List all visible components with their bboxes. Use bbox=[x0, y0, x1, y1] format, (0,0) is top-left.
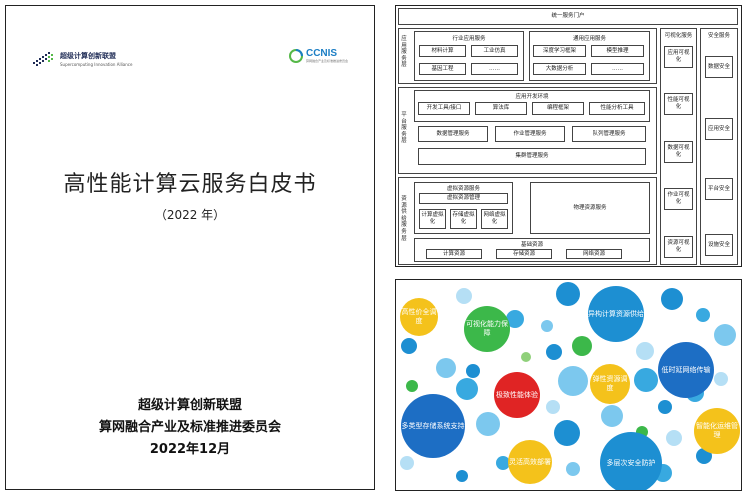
deco-circle bbox=[636, 342, 654, 360]
general-item: 深度学习框架 bbox=[533, 45, 586, 57]
service-architecture-diagram: 统一服务门户 应用服务层 行业应用服务 材料计算 工业仿真 基因工程 …… 通用… bbox=[395, 5, 742, 267]
general-services-title: 通用应用服务 bbox=[572, 36, 606, 42]
industry-services-title: 行业应用服务 bbox=[452, 36, 486, 42]
deco-circle bbox=[400, 456, 414, 470]
deco-circle bbox=[476, 412, 500, 436]
industry-item: 工业仿真 bbox=[471, 45, 518, 57]
cluster-management-service: 集群管理服务 bbox=[418, 148, 646, 165]
platform-layer-label: 平台服务层 bbox=[401, 112, 407, 145]
visualization-title: 可视化服务 bbox=[664, 33, 693, 39]
ccnis-logo: CCNIS 算网融合产业及标准推进委员会 bbox=[288, 48, 348, 63]
devenv-item: 性能分析工具 bbox=[589, 102, 645, 115]
virtualization-item: 存储虚拟化 bbox=[450, 209, 477, 229]
deco-circle bbox=[634, 368, 658, 392]
deco-circle bbox=[572, 336, 592, 356]
bubble-security: 多层次安全防护 bbox=[600, 432, 662, 490]
cover-year: （2022 年） bbox=[154, 208, 226, 222]
virtual-resource-title: 虚拟资源服务 bbox=[446, 186, 480, 192]
supercomputing-alliance-logo: 超级计算创新联盟 Supercomputing Innovation Allia… bbox=[32, 50, 132, 68]
deco-circle bbox=[546, 344, 562, 360]
physical-resource-services: 物理资源服务 bbox=[530, 182, 650, 234]
deco-circle bbox=[436, 358, 456, 378]
deco-circle bbox=[406, 380, 418, 392]
deco-circle bbox=[661, 288, 683, 310]
deco-circle bbox=[666, 430, 682, 446]
deco-circle bbox=[558, 366, 588, 396]
ccnis-logo-icon bbox=[288, 48, 303, 63]
deco-circle bbox=[658, 400, 672, 414]
deco-circle bbox=[554, 420, 580, 446]
bubble-elastic-scheduling: 弹性资源调度 bbox=[590, 364, 630, 404]
security-item: 应用安全 bbox=[705, 118, 733, 140]
bubble-storage-support: 多类型存储系统支持 bbox=[401, 394, 465, 458]
data-management-service: 数据管理服务 bbox=[418, 126, 488, 142]
visualization-item: 作业可视化 bbox=[664, 188, 693, 210]
devenv-item: 编程框架 bbox=[532, 102, 584, 115]
deco-circle bbox=[466, 364, 480, 378]
security-title: 安全服务 bbox=[707, 33, 730, 39]
deco-circle bbox=[556, 282, 580, 306]
deco-circle bbox=[714, 372, 728, 386]
alliance-logo-icon bbox=[33, 52, 53, 66]
basic-resource-item: 存储资源 bbox=[496, 249, 552, 259]
publish-date: 2022年12月 bbox=[149, 442, 231, 457]
basic-resource-item: 计算资源 bbox=[426, 249, 482, 259]
virtualization-item: 网络虚拟化 bbox=[481, 209, 508, 229]
deco-circle bbox=[401, 338, 417, 354]
alliance-logo-subtitle: Supercomputing Innovation Alliance bbox=[60, 62, 133, 67]
virtual-resource-manager: 虚拟资源管理 bbox=[419, 193, 508, 204]
bubble-flexible-deploy: 灵活高效部署 bbox=[508, 440, 552, 484]
deco-circle bbox=[506, 310, 524, 328]
queue-management-service: 队列管理服务 bbox=[572, 126, 646, 142]
bubble-heterogeneous-compute: 异构计算资源供给 bbox=[588, 286, 644, 342]
dev-environment-title: 应用开发环境 bbox=[515, 94, 549, 100]
deco-circle bbox=[496, 456, 510, 470]
deco-circle bbox=[541, 320, 553, 332]
basic-resource-item: 网络资源 bbox=[566, 249, 622, 259]
deco-circle bbox=[521, 352, 531, 362]
virtualization-item: 计算虚拟化 bbox=[419, 209, 446, 229]
deco-circle bbox=[601, 405, 623, 427]
visualization-item: 资源可视化 bbox=[664, 236, 693, 258]
whitepaper-cover: 超级计算创新联盟 Supercomputing Innovation Allia… bbox=[5, 5, 375, 490]
visualization-item: 性能可视化 bbox=[664, 93, 693, 115]
industry-item: …… bbox=[471, 63, 518, 75]
bubble-ops-management: 智能化运维管理 bbox=[694, 408, 740, 454]
bubble-visualization: 可视化能力保障 bbox=[464, 306, 510, 352]
app-layer-label: 应用服务层 bbox=[401, 36, 407, 69]
job-management-service: 作业管理服务 bbox=[495, 126, 565, 142]
deco-circle bbox=[714, 324, 736, 346]
general-item: …… bbox=[591, 63, 644, 75]
ccnis-logo-name: CCNIS bbox=[305, 48, 338, 59]
resource-layer-label: 资源供给服务层 bbox=[401, 196, 407, 242]
devenv-item: 开发工具/接口 bbox=[418, 102, 470, 115]
security-item: 设施安全 bbox=[705, 234, 733, 256]
publisher-committee: 算网融合产业及标准推进委员会 bbox=[98, 420, 281, 435]
deco-circle bbox=[456, 470, 468, 482]
deco-circle bbox=[456, 288, 472, 304]
feature-bubble-graphic: 高性价全调度 可视化能力保障 异构计算资源供给 低时延网络传输 极致性能体验 弹… bbox=[395, 279, 742, 491]
bubble-low-latency: 低时延网络传输 bbox=[658, 342, 714, 398]
visualization-item: 数据可视化 bbox=[664, 141, 693, 163]
ccnis-logo-subtitle: 算网融合产业及标准推进委员会 bbox=[305, 59, 348, 63]
visualization-item: 应用可视化 bbox=[664, 46, 693, 68]
devenv-item: 算法库 bbox=[475, 102, 527, 115]
security-item: 数据安全 bbox=[705, 56, 733, 78]
bubble-performance: 极致性能体验 bbox=[494, 372, 540, 418]
industry-item: 材料计算 bbox=[419, 45, 466, 57]
deco-circle bbox=[696, 308, 710, 322]
deco-circle bbox=[566, 462, 580, 476]
deco-circle bbox=[546, 400, 560, 414]
publisher-alliance: 超级计算创新联盟 bbox=[137, 398, 242, 413]
security-item: 平台安全 bbox=[705, 178, 733, 200]
industry-item: 基因工程 bbox=[419, 63, 466, 75]
basic-resources-title: 基础资源 bbox=[520, 242, 543, 248]
unified-portal: 统一服务门户 bbox=[398, 8, 738, 25]
alliance-logo-name: 超级计算创新联盟 bbox=[60, 52, 116, 60]
cover-title: 高性能计算云服务白皮书 bbox=[63, 172, 317, 197]
deco-circle bbox=[456, 378, 478, 400]
bubble-scheduling: 高性价全调度 bbox=[400, 298, 438, 336]
general-item: 大数据分析 bbox=[533, 63, 586, 75]
general-item: 模型推理 bbox=[591, 45, 644, 57]
